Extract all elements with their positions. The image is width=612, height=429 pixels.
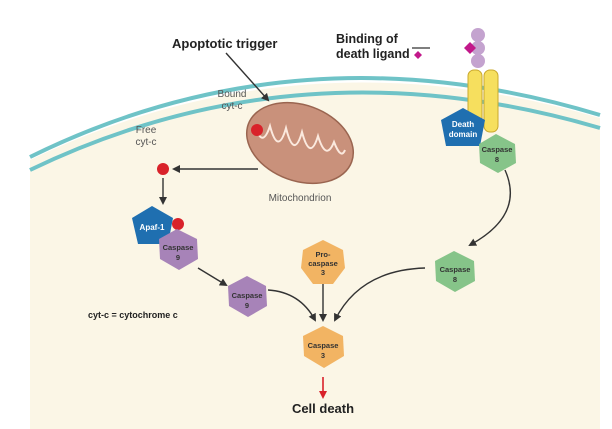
ligand-legend-icon <box>414 51 422 59</box>
svg-text:3: 3 <box>321 268 325 277</box>
cell-membrane <box>29 76 601 172</box>
bound-cyt-c-label-1: Bound <box>218 89 247 100</box>
apaf-1: Apaf-1 <box>132 206 173 244</box>
caspase8-active: Caspase 8 <box>435 251 475 292</box>
svg-text:Caspase: Caspase <box>482 145 513 154</box>
caspase9-to-caspase3-arrow <box>267 289 316 322</box>
caspase8-to-caspase3-arrow <box>334 267 426 322</box>
free-cyt-c-label-2: cyt-c <box>135 137 156 148</box>
caspase9-activation-arrow <box>197 267 228 287</box>
svg-text:9: 9 <box>245 301 249 310</box>
free-cyt-c-icon <box>157 163 169 175</box>
svg-text:caspase: caspase <box>308 259 338 268</box>
svg-text:8: 8 <box>453 275 457 284</box>
caspase9-apoptosome: Caspase 9 <box>159 229 198 270</box>
mitochondrion <box>245 101 355 185</box>
svg-text:Death: Death <box>452 120 474 129</box>
mitochondrion-label: Mitochondrion <box>269 193 332 204</box>
svg-text:3: 3 <box>321 351 325 360</box>
svg-text:9: 9 <box>176 253 180 262</box>
procaspase3: Pro- caspase 3 <box>301 240 345 284</box>
svg-text:Caspase: Caspase <box>308 341 339 350</box>
binding-label-line2: death ligand <box>336 47 410 61</box>
apoptotic-trigger-label: Apoptotic trigger <box>172 36 277 51</box>
bound-cyt-c-icon <box>251 124 263 136</box>
svg-text:Caspase: Caspase <box>163 243 194 252</box>
svg-text:Caspase: Caspase <box>440 265 471 274</box>
svg-text:8: 8 <box>495 155 499 164</box>
trigger-arrow <box>225 52 270 102</box>
binding-label-line1: Binding of <box>336 32 399 46</box>
caspase8-receptor: Caspase 8 <box>479 134 516 173</box>
caspase3-active: Caspase 3 <box>303 326 344 368</box>
bound-cyt-c-label-2: cyt-c <box>221 101 242 112</box>
svg-text:Pro-: Pro- <box>316 250 332 259</box>
caspase8-activation-arrow <box>468 169 512 246</box>
svg-text:Apaf-1: Apaf-1 <box>140 223 165 232</box>
death-ligand <box>464 28 485 68</box>
caspase9-active: Caspase 9 <box>228 276 267 317</box>
svg-text:domain: domain <box>449 130 478 139</box>
legend-text: cyt-c = cytochrome c <box>88 310 178 320</box>
svg-text:Caspase: Caspase <box>232 291 263 300</box>
apaf-cyt-c-icon <box>172 218 184 230</box>
death-domain: Death domain <box>441 108 485 146</box>
free-cyt-c-label-1: Free <box>136 125 157 136</box>
cell-death-label: Cell death <box>292 401 354 416</box>
